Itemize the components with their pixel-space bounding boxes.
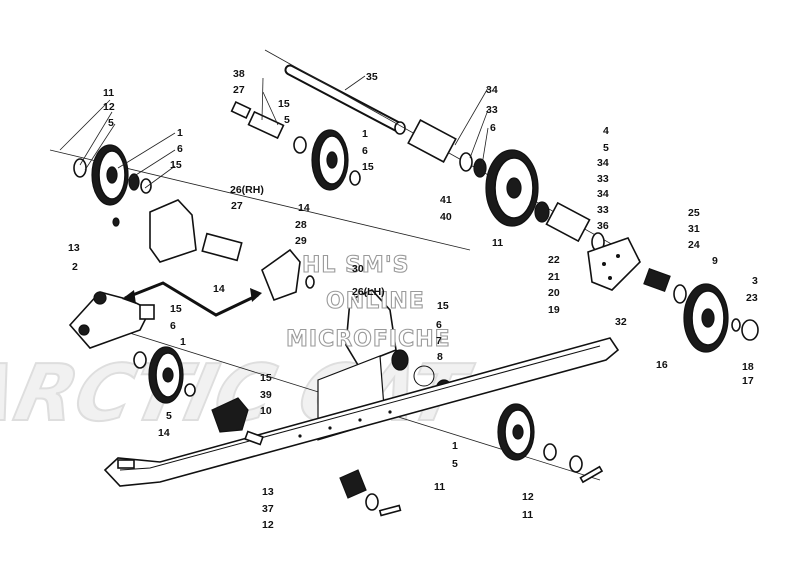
- callout-1: 1: [177, 127, 183, 139]
- callout-37: 37: [262, 503, 274, 515]
- callout-1: 1: [362, 128, 368, 140]
- callout-28: 28: [295, 219, 307, 231]
- callout-19: 19: [548, 304, 560, 316]
- callout-8: 8: [437, 351, 443, 363]
- callout-6: 6: [490, 122, 496, 134]
- idler-wheel-lower-right: [497, 403, 604, 484]
- spacer-34-upper: [407, 119, 487, 178]
- watermark-line-3: MICROFICHE: [286, 327, 451, 352]
- callout-15: 15: [278, 98, 290, 110]
- callout-26-rh: 26(RH): [230, 184, 264, 196]
- idler-wheel-lower-left: [133, 346, 196, 404]
- callout-1: 1: [180, 336, 186, 348]
- callout-12: 12: [103, 101, 115, 113]
- callout-38: 38: [233, 68, 245, 80]
- idler-wheel-upper-center: [230, 101, 361, 191]
- callout-32: 32: [615, 316, 627, 328]
- idler-wheel-upper-left: [73, 144, 152, 206]
- callout-6: 6: [177, 143, 183, 155]
- idler-wheel-4: [485, 149, 605, 252]
- callout-13: 13: [68, 242, 80, 254]
- callout-3: 3: [752, 275, 758, 287]
- rear-wheel-3: [643, 267, 759, 353]
- callout-15: 15: [362, 161, 374, 173]
- leader-lines: [59, 75, 489, 189]
- callout-15: 15: [437, 300, 449, 312]
- text-watermark: HL SM'S ONLINE MICROFICHE: [285, 252, 451, 352]
- callout-27: 27: [231, 200, 243, 212]
- part-35-shaft: [284, 64, 406, 135]
- callout-29: 29: [295, 235, 307, 247]
- callout-15: 15: [260, 372, 272, 384]
- callout-26-lh: 26(LH): [352, 286, 385, 298]
- callout-6: 6: [436, 319, 442, 331]
- callout-labels: 38 27 35 34 33 6 11 12 5 15 5 1 6 15 1 6…: [68, 68, 758, 531]
- callout-34: 34: [486, 84, 498, 96]
- callout-17: 17: [742, 375, 754, 387]
- callout-18: 18: [742, 361, 754, 373]
- callout-33: 33: [486, 104, 498, 116]
- watermark-line-2: ONLINE: [326, 289, 425, 314]
- callout-16: 16: [656, 359, 668, 371]
- callout-5: 5: [284, 114, 290, 126]
- callout-12: 12: [262, 519, 274, 531]
- callout-15: 15: [170, 159, 182, 171]
- callout-23: 23: [746, 292, 758, 304]
- callout-6: 6: [362, 145, 368, 157]
- arm-2: [68, 291, 155, 349]
- callout-33: 33: [597, 204, 609, 216]
- callout-27: 27: [233, 84, 245, 96]
- callout-2: 2: [72, 261, 78, 273]
- callout-41: 41: [440, 194, 452, 206]
- callout-35: 35: [366, 71, 378, 83]
- callout-11: 11: [103, 87, 114, 99]
- callout-14: 14: [158, 427, 170, 439]
- callout-31: 31: [688, 223, 700, 235]
- slide-rail: [103, 337, 620, 487]
- callout-40: 40: [440, 211, 452, 223]
- callout-5: 5: [166, 410, 172, 422]
- callout-15: 15: [170, 303, 182, 315]
- callout-36: 36: [597, 220, 609, 232]
- callout-22: 22: [548, 254, 560, 266]
- callout-39: 39: [260, 389, 272, 401]
- bracket-25: [587, 237, 641, 291]
- callout-5: 5: [108, 117, 114, 129]
- callout-6: 6: [170, 320, 176, 332]
- callout-34: 34: [597, 157, 609, 169]
- callout-24: 24: [688, 239, 700, 251]
- callout-7: 7: [436, 335, 442, 347]
- callout-5: 5: [603, 142, 609, 154]
- callout-14: 14: [298, 202, 310, 214]
- watermark-line-1: HL SM'S: [302, 253, 409, 278]
- callout-20: 20: [548, 287, 560, 299]
- callout-25: 25: [688, 207, 700, 219]
- callout-10: 10: [260, 405, 272, 417]
- callout-1: 1: [452, 440, 458, 452]
- callout-13: 13: [262, 486, 274, 498]
- callout-11: 11: [522, 509, 533, 521]
- callout-9: 9: [712, 255, 718, 267]
- bracket-26-rh: [112, 199, 243, 263]
- callout-11: 11: [492, 237, 503, 249]
- callout-5: 5: [452, 458, 458, 470]
- callout-33: 33: [597, 173, 609, 185]
- callout-30: 30: [352, 263, 364, 275]
- callout-12: 12: [522, 491, 534, 503]
- direction-arrow: [122, 281, 262, 317]
- callout-4: 4: [603, 125, 609, 137]
- callout-21: 21: [548, 271, 560, 283]
- block-39: [211, 397, 264, 446]
- callout-14: 14: [213, 283, 225, 295]
- callout-34: 34: [597, 188, 609, 200]
- callout-11: 11: [434, 481, 445, 493]
- bracket-28: [261, 248, 315, 302]
- block-37: [339, 469, 402, 517]
